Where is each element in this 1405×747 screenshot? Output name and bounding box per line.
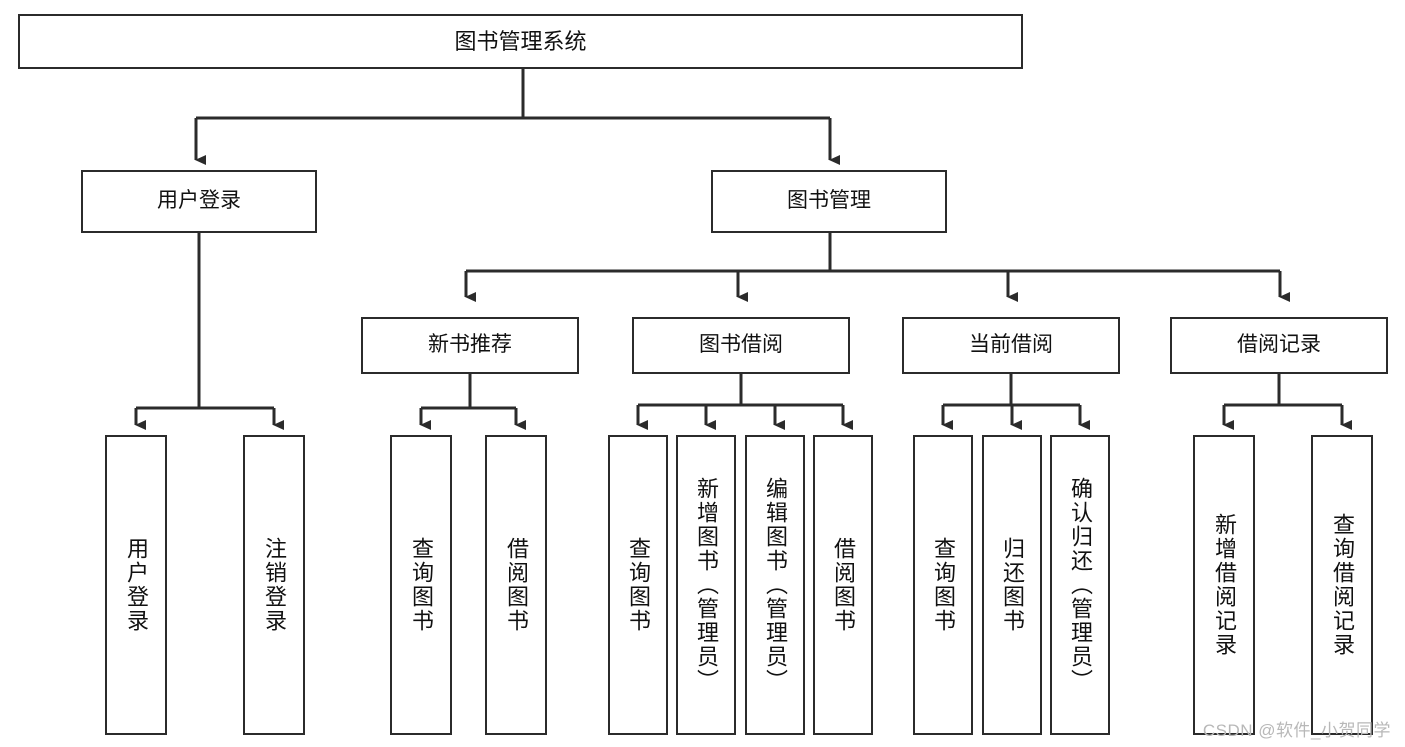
node-leaf-query-book-2[interactable]: 查询图书 [608,435,668,735]
node-leaf-user-login-label: 用户登录 [124,537,149,633]
node-leaf-logout-label: 注销登录 [262,537,287,633]
node-borrow-record[interactable]: 借阅记录 [1170,317,1388,374]
node-new-book-recommend-label: 新书推荐 [428,333,512,357]
node-leaf-user-login[interactable]: 用户登录 [105,435,167,735]
node-leaf-query-book-1-label: 查询图书 [409,537,434,633]
node-leaf-borrow-book-1-label: 借阅图书 [504,537,529,633]
node-leaf-return-book[interactable]: 归还图书 [982,435,1042,735]
node-root[interactable]: 图书管理系统 [18,14,1023,69]
node-leaf-add-record[interactable]: 新增借阅记录 [1193,435,1255,735]
node-book-manage[interactable]: 图书管理 [711,170,947,233]
node-leaf-query-book-3[interactable]: 查询图书 [913,435,973,735]
node-user-login[interactable]: 用户登录 [81,170,317,233]
node-leaf-edit-book[interactable]: 编辑图书（管理员） [745,435,805,735]
node-leaf-query-book-1[interactable]: 查询图书 [390,435,452,735]
node-leaf-query-book-2-label: 查询图书 [626,537,651,633]
node-leaf-borrow-book-1[interactable]: 借阅图书 [485,435,547,735]
node-leaf-confirm-return-label: 确认归还（管理员） [1068,477,1093,693]
node-current-borrow-label: 当前借阅 [969,333,1053,357]
node-leaf-query-record[interactable]: 查询借阅记录 [1311,435,1373,735]
node-user-login-label: 用户登录 [157,189,241,213]
node-book-manage-label: 图书管理 [787,189,871,213]
node-leaf-borrow-book-2-label: 借阅图书 [831,537,856,633]
node-current-borrow[interactable]: 当前借阅 [902,317,1120,374]
node-leaf-borrow-book-2[interactable]: 借阅图书 [813,435,873,735]
node-borrow-record-label: 借阅记录 [1237,333,1321,357]
node-leaf-add-book-label: 新增图书（管理员） [694,477,719,693]
node-book-borrow-label: 图书借阅 [699,333,783,357]
node-leaf-edit-book-label: 编辑图书（管理员） [763,477,788,693]
node-root-label: 图书管理系统 [454,28,587,54]
node-new-book-recommend[interactable]: 新书推荐 [361,317,579,374]
node-book-borrow[interactable]: 图书借阅 [632,317,850,374]
node-leaf-add-book[interactable]: 新增图书（管理员） [676,435,736,735]
node-leaf-add-record-label: 新增借阅记录 [1212,513,1237,657]
node-leaf-query-book-3-label: 查询图书 [931,537,956,633]
node-leaf-confirm-return[interactable]: 确认归还（管理员） [1050,435,1110,735]
node-leaf-return-book-label: 归还图书 [1000,537,1025,633]
node-leaf-logout[interactable]: 注销登录 [243,435,305,735]
node-leaf-query-record-label: 查询借阅记录 [1330,513,1355,657]
